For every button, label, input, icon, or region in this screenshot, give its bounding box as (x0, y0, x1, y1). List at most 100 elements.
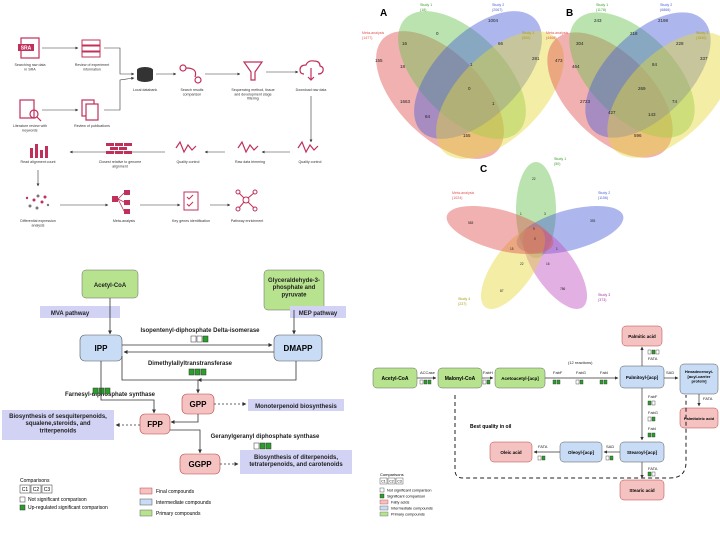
venn-a-region: 0 (436, 31, 439, 36)
venn-b-count-meta: (4408) (546, 36, 556, 40)
venn-a-region: 0 (468, 86, 471, 91)
fa-legend-c1: C1 (381, 480, 386, 484)
venn-c-label-meta: Meta-analysis (452, 191, 474, 195)
legend-comparisons-title: Comparisons (20, 478, 50, 484)
legend-not-sig: Not significant comparison (28, 497, 87, 503)
venn-b-region: 243 (594, 18, 602, 23)
enzyme-idi: Isopentenyl-diphosphate Delta-isomerase (140, 328, 260, 334)
venn-c-count-study2: (1156) (598, 196, 608, 200)
documents-icon (81, 99, 99, 121)
venn-c-region: 16 (546, 262, 550, 266)
venn-a-region: 66 (498, 41, 504, 46)
step-label-meta-analysis: Meta-analysis (113, 219, 135, 223)
node-sesqui (2, 410, 114, 440)
step-label-qc-1: Quality control (177, 160, 200, 164)
checklist-icon (183, 191, 199, 211)
legend-primary: Primary compounds (156, 511, 201, 517)
venn-a-set-study1 (398, 11, 526, 139)
venn-a-label-study3: Study 3 (522, 31, 534, 35)
venn-b-count-study3: (1530) (696, 36, 706, 40)
venn-b-region: 2198 (658, 18, 669, 23)
step-label-qc-2: Quality control (299, 160, 322, 164)
meta-analysis-icon (112, 190, 130, 214)
venn-b-label-study2: Study 2 (660, 3, 672, 7)
enzyme-sad-1: SAD (666, 370, 674, 375)
venn-b-set-study3 (607, 32, 720, 158)
venn-c-region: 22 (520, 262, 524, 266)
step-label-review-publications: Review of publications (74, 124, 110, 128)
node-palmitoleic-label: Palmitoleic acid (684, 416, 715, 421)
venn-b-region: 304 (576, 41, 584, 46)
venn-b-region: 596 (634, 133, 642, 138)
venn-b-region: 269 (638, 86, 646, 91)
venn-b-region: 74 (672, 99, 678, 104)
node-stearic-label: Stearic acid (629, 488, 655, 493)
venn-b-region: 2723 (580, 99, 591, 104)
venn-c-set-study4 (480, 227, 546, 309)
enzyme-fata-3: FATA (538, 444, 548, 449)
enzyme-fabi-2: FabI (648, 426, 656, 431)
venn-c-label-study3: Study 3 (598, 293, 610, 297)
terpenoid-legend: Comparisons C1 C2 C3 Not significant com… (19, 478, 212, 517)
venn-c-count-study1: (50) (554, 162, 560, 166)
node-palmitic (621, 325, 663, 347)
step-label-local-databank: Local databank (133, 88, 158, 92)
venn-a-panel-label: A (380, 8, 387, 19)
label-mep (290, 306, 346, 318)
fatty-comparison-boxes (419, 349, 660, 477)
node-stearic (619, 479, 665, 501)
sra-icon-text: SRA (21, 46, 32, 52)
venn-b-label-study3: Study 3 (696, 31, 708, 35)
step-label-trimming: Raw data trimming (235, 160, 265, 164)
step-label-key-genes: Key genes identification (172, 219, 210, 223)
enzyme-sad-2: SAD (606, 444, 614, 449)
venn-c-region: 87 (500, 289, 504, 293)
dmat-comparison-boxes (188, 368, 207, 376)
venn-c-region: 1 (520, 212, 522, 216)
terpenoid-pathway: Acetyl-CoA Glyceraldehyde-3-phosphate an… (2, 269, 352, 517)
venn-c-count-meta: (1024) (452, 196, 462, 200)
enzyme-accase: ACCase (420, 370, 436, 375)
venn-b-label-meta: Meta-analysis (546, 31, 568, 35)
venn-c-set-study1 (516, 162, 556, 258)
node-dmapp-label: DMAPP (284, 344, 314, 353)
enzyme-fabf: FabF (553, 370, 563, 375)
venn-b-panel-label: B (566, 8, 573, 19)
venn-b-region: 218 (630, 31, 638, 36)
venn-a-region: 155 (375, 58, 383, 63)
venn-c-label-study2: Study 2 (598, 191, 610, 195)
fa-legend-not-sig: Not significant comparison (387, 489, 432, 493)
step-label-read-count: Read alignment count (21, 160, 56, 164)
fa-legend-title: Comparisons (380, 472, 404, 477)
venn-b-region: 464 (572, 64, 580, 69)
venn-b-label-study1: Study 1 (596, 3, 608, 7)
venn-c-region: 786 (560, 287, 566, 291)
venn-a-region: 1663 (400, 99, 411, 104)
node-palmitoyl-label: Palmitoyl-[acp] (626, 375, 659, 380)
enzyme-fabh: FabH (483, 370, 493, 375)
node-dmapp (273, 334, 323, 362)
node-palmitoleic (679, 407, 719, 429)
label-mep-text: MEP pathway (299, 311, 338, 317)
enzyme-fabf-2: FabF (648, 394, 658, 399)
venn-a-region: 281 (532, 56, 540, 61)
venn-c-label-study1: Study 1 (554, 157, 566, 161)
venn-b-region: 427 (608, 110, 616, 115)
workflow-arrows (36, 46, 313, 207)
enzyme-fabi: FabI (600, 370, 608, 375)
node-fpp-label: FPP (147, 420, 163, 429)
venn-c-label-study4: Study 4 (458, 297, 470, 301)
venn-c-region: 1 (556, 247, 558, 251)
venn-a-region: 1 (470, 62, 473, 67)
venn-b-region: 228 (676, 41, 684, 46)
venn-c-set-meta (446, 206, 554, 254)
node-sesqui-label: Biosynthesis of sesquiterpenoids,squalen… (9, 414, 107, 434)
best-quality-label: Best quality in oil (470, 424, 512, 430)
